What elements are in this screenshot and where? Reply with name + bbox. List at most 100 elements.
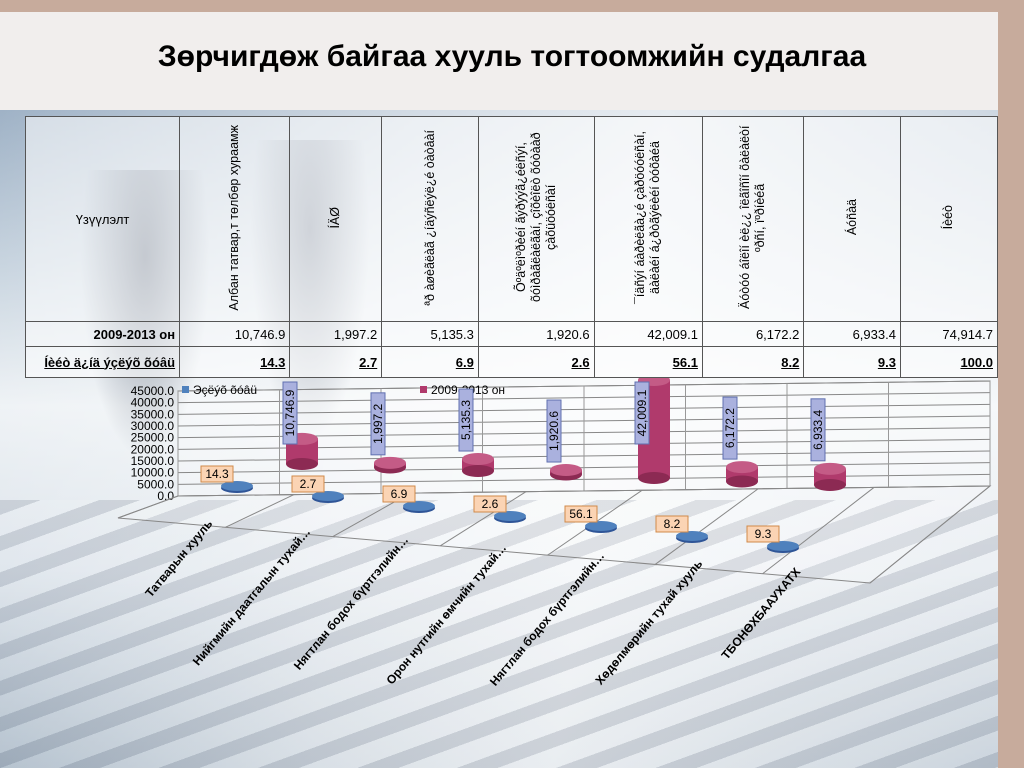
legend-swatch — [182, 386, 189, 393]
y-tick-label: 10000.0 — [131, 466, 175, 480]
legend-label: Эçëýõ õóâü — [193, 383, 257, 397]
table-cell: 10,746.9 — [179, 321, 291, 347]
column-header: ªð àøèãëàã ¿íäýñëýë¿é òàòâàí — [381, 116, 479, 322]
table-cell: 6.9 — [381, 346, 479, 378]
data-label-box — [370, 392, 386, 456]
data-label-box — [458, 388, 474, 452]
table-cell: 100.0 — [899, 346, 999, 378]
data-label: 14.3 — [205, 467, 229, 481]
gridline — [117, 495, 179, 519]
data-label-box — [282, 381, 298, 445]
bar-cylinder-base — [814, 479, 846, 491]
column-header: ¯íäñýí áàðèëãà¿é çàðöóóëñàí, äàëàéí á¿ðò… — [593, 116, 703, 322]
right-border-strip — [998, 110, 1024, 768]
chart-floor — [117, 485, 992, 584]
bar-chart: 0.05000.010000.015000.020000.025000.0300… — [117, 378, 992, 689]
data-label: 42,009.1 — [635, 389, 649, 436]
table-cell: 5,135.3 — [381, 321, 479, 347]
gridline — [654, 488, 759, 565]
data-label-box — [546, 399, 562, 463]
y-tick-label: 45000.0 — [131, 384, 175, 398]
table-cell: 56.1 — [593, 346, 703, 378]
table-cell: 2.7 — [289, 346, 383, 378]
table-row: 2009-2013 он 10,746.9 1,997.2 5,135.3 1,… — [24, 321, 999, 347]
bar-cylinder-base — [286, 458, 318, 470]
bar-cylinder-base — [726, 475, 758, 488]
x-category-label: Нягтлан бодох бүртгэлийн… — [487, 549, 607, 689]
column-header: Áóñàä — [803, 116, 901, 322]
bar-disk-top — [767, 541, 799, 551]
y-tick-label: 30000.0 — [131, 419, 175, 433]
legend-swatch — [420, 386, 427, 393]
bar-cylinder-base — [462, 465, 494, 477]
bar-disk-top — [676, 531, 708, 541]
bar-cylinder-top — [550, 464, 582, 477]
background-stairs — [0, 500, 998, 768]
data-label: 10,746.9 — [283, 389, 297, 436]
bar-disk-top — [585, 521, 617, 531]
data-label-box — [473, 495, 507, 513]
data-label: 9.3 — [755, 527, 772, 541]
table-cell: 1,997.2 — [289, 321, 383, 347]
table-header-row: Үзүүлэлт Албан татвар,т төлбөр хураамж Í… — [24, 116, 999, 322]
bar-cylinder-top — [462, 453, 494, 466]
table-cell: 6,933.4 — [803, 321, 901, 347]
data-table: Үзүүлэлт Албан татвар,т төлбөр хураамж Í… — [24, 116, 999, 378]
data-label: 56.1 — [569, 507, 593, 521]
data-label: 6,933.4 — [811, 409, 825, 449]
data-label: 5,135.3 — [459, 400, 473, 440]
y-tick-label: 5000.0 — [137, 477, 174, 491]
column-header: Албан татвар,т төлбөр хураамж — [179, 116, 291, 322]
data-label-box — [746, 525, 780, 543]
bar-cylinder-top — [374, 456, 406, 469]
x-category-label: Татварын хууль — [142, 517, 215, 600]
data-label: 2.7 — [300, 477, 317, 491]
y-tick-label: 40000.0 — [131, 396, 175, 410]
data-label: 8.2 — [664, 517, 681, 531]
table-cell: 14.3 — [179, 346, 291, 378]
column-header: ÍÄØ — [289, 116, 383, 322]
data-label-box — [634, 381, 650, 445]
row-label: Íèéò ä¿íä ýçëýõ õóâü — [24, 346, 181, 378]
data-label-box — [655, 515, 689, 533]
y-tick-label: 35000.0 — [131, 407, 175, 421]
bar-disk-top — [312, 491, 344, 501]
gridline — [762, 487, 875, 575]
y-tick-label: 0.0 — [157, 489, 174, 503]
bar-disk-top — [403, 501, 435, 511]
gridline — [225, 494, 295, 528]
gridline — [869, 485, 991, 584]
column-header: Äóòóó áîëîí èë¿¿ îëãîñîí õàëàëòí ºðñí, ï… — [701, 116, 805, 322]
data-label-box — [382, 485, 416, 503]
data-label-box — [291, 475, 325, 493]
bar-cylinder-base — [638, 472, 670, 484]
data-label: 1,920.6 — [547, 411, 561, 451]
data-label: 1,997.2 — [371, 404, 385, 444]
x-category-label: ТБОНӨХБААУХАТХ — [719, 565, 804, 662]
x-category-label: Нягтлан бодох бүртгэлийн… — [291, 533, 411, 673]
table-cell: 9.3 — [803, 346, 901, 378]
title-bar — [0, 12, 998, 110]
table-cell: 2.6 — [477, 346, 595, 378]
data-label: 6.9 — [391, 487, 408, 501]
data-label-box — [722, 396, 738, 460]
data-label-box — [200, 465, 234, 483]
data-label: 2.6 — [482, 497, 499, 511]
column-header: Íèéò — [899, 116, 999, 322]
x-category-label: Хөдөлмөрийн тухай хууль — [592, 557, 705, 688]
y-tick-label: 15000.0 — [131, 454, 175, 468]
table-cell: 6,172.2 — [701, 321, 805, 347]
table-cell: 1,920.6 — [477, 321, 595, 347]
x-category-label: Нийгмийн даатгалын тухай… — [190, 525, 313, 668]
slide-title: Зөрчигдөж байгаа хууль тогтоомжийн судал… — [157, 40, 867, 73]
row-label: 2009-2013 он — [24, 321, 181, 347]
data-label-box — [564, 505, 598, 523]
bar-disk-top — [221, 481, 253, 491]
x-category-label: Орон нутгийн өмчийн тухай… — [383, 541, 509, 687]
table-cell: 42,009.1 — [593, 321, 703, 347]
bar-disk-top — [494, 511, 526, 521]
y-tick-label: 20000.0 — [131, 442, 175, 456]
table-corner-header: Үзүүлэлт — [24, 116, 181, 322]
column-header: Õºäºëìºðèéí ãýðýýã¿éëñýí, õóìðàãëàëãàí, … — [477, 116, 595, 322]
bar-cylinder-top — [726, 461, 758, 474]
